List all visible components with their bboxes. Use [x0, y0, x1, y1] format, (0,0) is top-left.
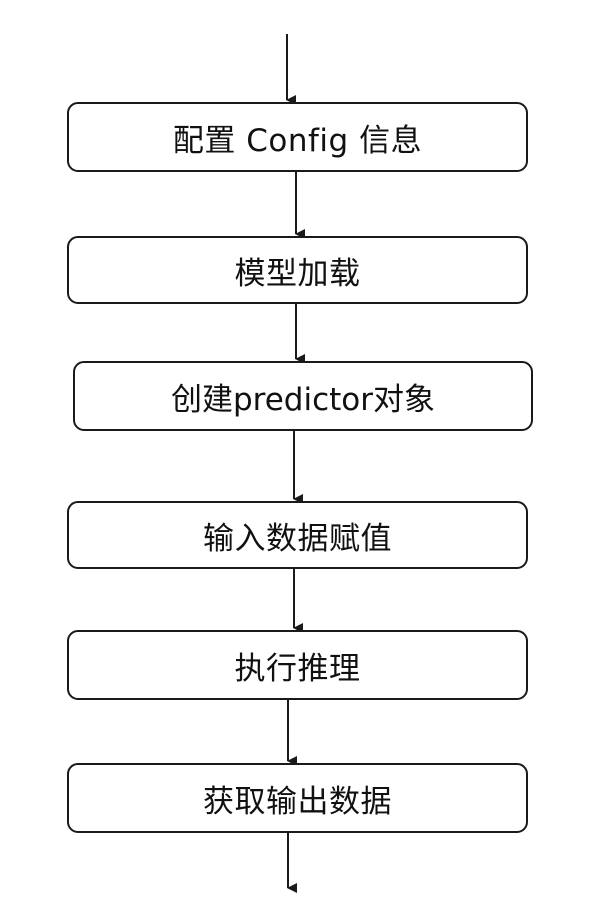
step-label: 获取输出数据	[203, 783, 392, 820]
step-create-predictor: 创建predictor对象	[73, 361, 533, 431]
step-configure-config: 配置 Config 信息	[67, 102, 528, 172]
step-label: 执行推理	[234, 650, 361, 687]
step-label: 创建predictor对象	[170, 381, 435, 418]
step-load-model: 模型加载	[67, 236, 528, 304]
step-label: 配置 Config 信息	[172, 122, 423, 159]
step-assign-input-data: 输入数据赋值	[67, 501, 528, 569]
step-get-output-data: 获取输出数据	[67, 763, 528, 833]
step-run-inference: 执行推理	[67, 630, 528, 700]
step-label: 输入数据赋值	[203, 520, 392, 557]
step-label: 模型加载	[234, 255, 361, 292]
